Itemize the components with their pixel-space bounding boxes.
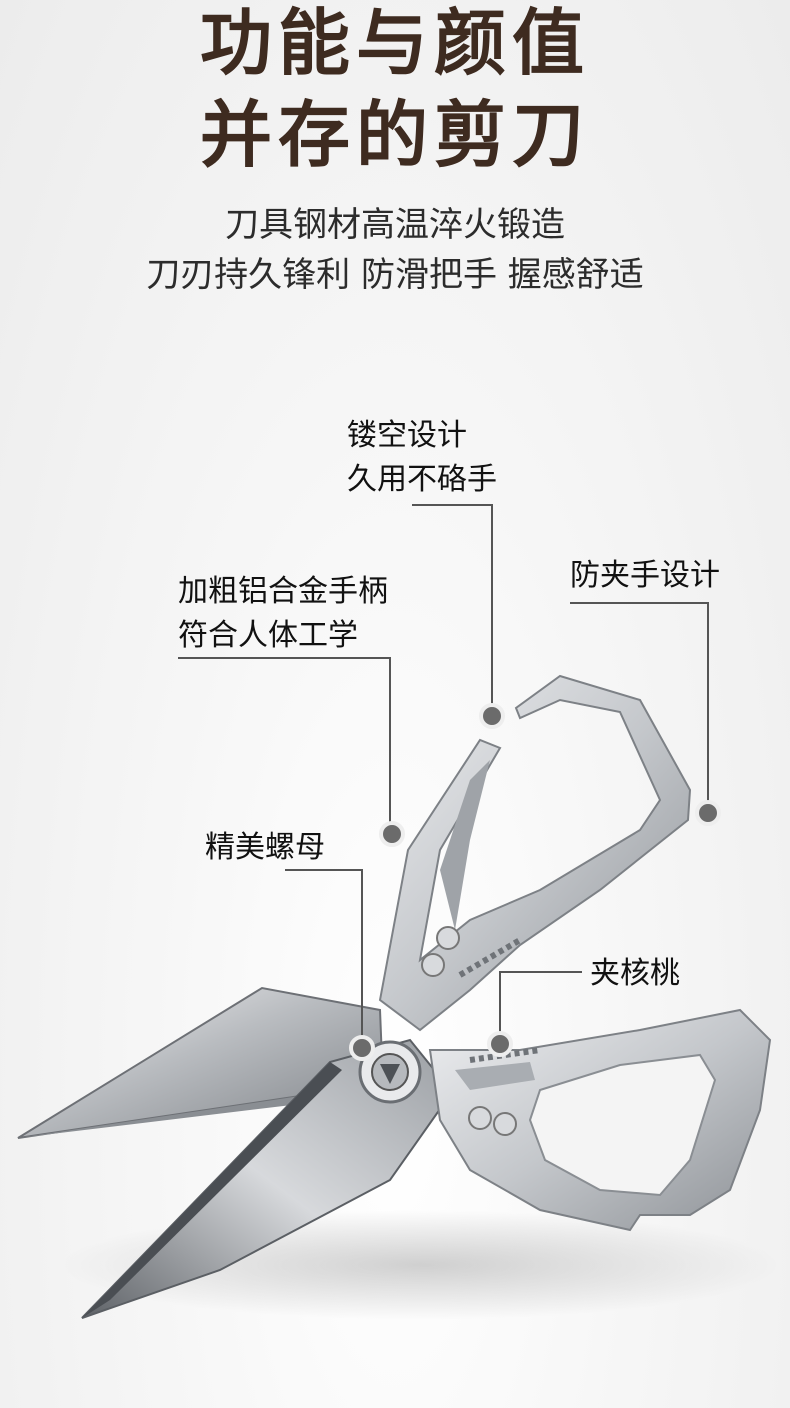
callout-walnut: 夹核桃 xyxy=(590,952,680,996)
subtitle-line2: 刀刃持久锋利 防滑把手 握感舒适 xyxy=(146,255,644,295)
headline-line2: 并存的剪刀 xyxy=(199,93,590,177)
callout-hollow-line2: 久用不硌手 xyxy=(347,462,497,497)
callout-anti-pinch-line1: 防夹手设计 xyxy=(570,558,720,593)
callout-handle-line1: 加粗铝合金手柄 xyxy=(178,574,388,609)
subtitle-line1: 刀具钢材高温淬火锻造 xyxy=(225,205,565,245)
callout-nut: 精美螺母 xyxy=(205,826,325,870)
lower-handle xyxy=(428,1008,772,1232)
pivot-nut xyxy=(358,1040,422,1104)
walnut-cracker-teeth xyxy=(458,937,541,1063)
callout-dot xyxy=(479,703,505,729)
callout-handle-line2: 符合人体工学 xyxy=(178,618,358,653)
callout-hollow-line1: 镂空设计 xyxy=(347,418,467,453)
headline-line1: 功能与颜值 xyxy=(199,1,590,85)
callout-nut-line1: 精美螺母 xyxy=(205,830,325,865)
callout-walnut-line1: 夹核桃 xyxy=(590,956,680,991)
callout-handle: 加粗铝合金手柄 符合人体工学 xyxy=(178,570,388,658)
callout-dot xyxy=(695,800,721,826)
callout-dot xyxy=(379,821,405,847)
callout-anti-pinch: 防夹手设计 xyxy=(570,554,720,598)
callout-dot xyxy=(487,1031,513,1057)
callout-lines xyxy=(178,504,709,1046)
handle-rivets xyxy=(421,926,517,1136)
callout-hollow: 镂空设计 久用不硌手 xyxy=(347,414,497,502)
callout-dot xyxy=(349,1035,375,1061)
callout-dots xyxy=(349,703,721,1061)
